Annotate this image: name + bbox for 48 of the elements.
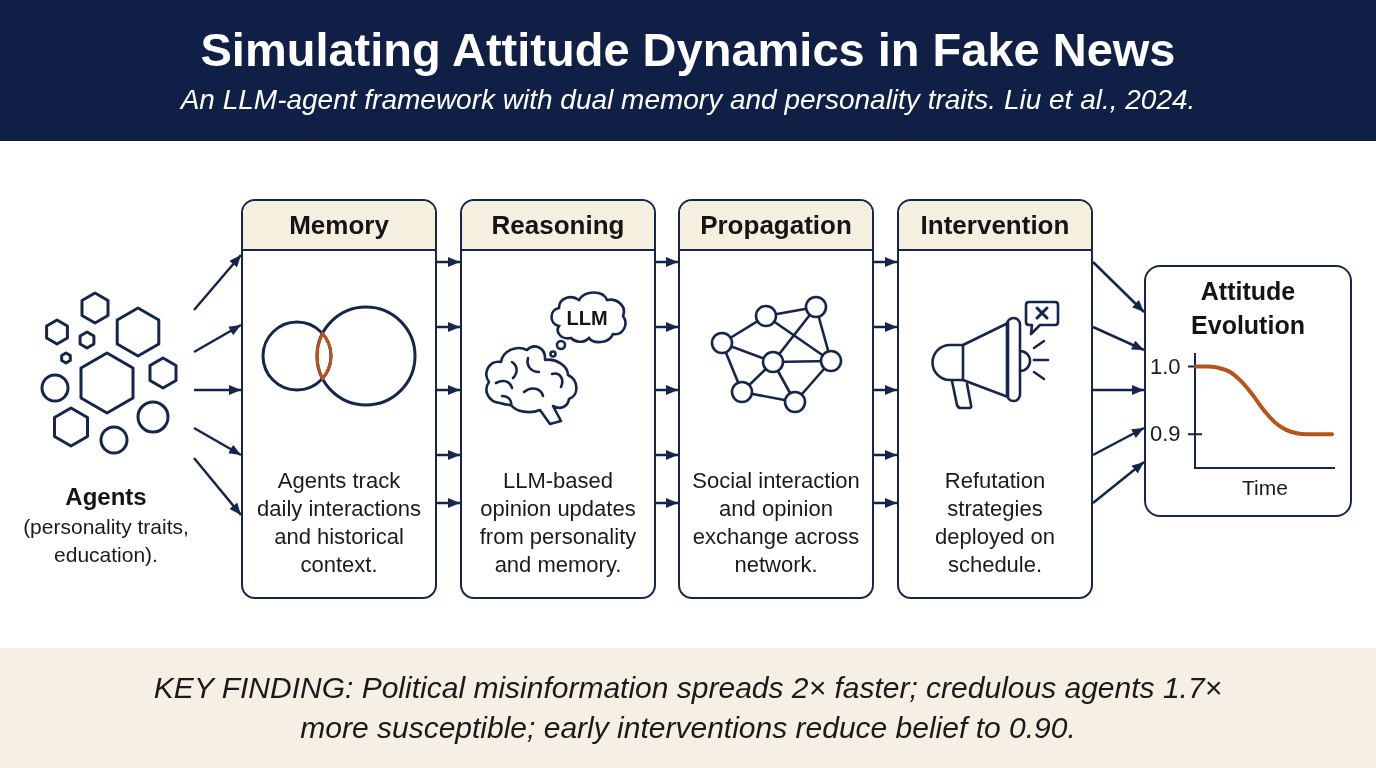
arrow	[1092, 261, 1145, 313]
stage-header: Memory	[243, 201, 435, 251]
stage-description: Social interaction and opinion exchange across network.	[691, 467, 861, 579]
arrow	[193, 323, 242, 354]
arrow	[193, 254, 242, 311]
stage-card	[678, 199, 874, 599]
stage-card	[460, 199, 656, 599]
stage-description: LLM-based opinion updates from personality and memory.	[478, 467, 638, 579]
stage-card	[897, 199, 1093, 599]
arrow	[874, 450, 897, 460]
arrow	[874, 257, 897, 267]
node-heading: Agents	[64, 482, 148, 512]
axis-tick-label: 0.9	[1150, 420, 1181, 449]
axis-label: Time	[1241, 475, 1289, 501]
diagram-title: Simulating Attitude Dynamics in Fake News	[200, 22, 1176, 78]
arrow	[656, 322, 678, 332]
stage-description: Refutation strategies deployed on schedule.	[934, 467, 1056, 579]
subtitle: An LLM-agent framework with dual memory and personality traits. Liu et al., 2024.	[180, 83, 1196, 117]
thought-cloud: LLM	[547, 288, 627, 346]
arrow	[874, 322, 897, 332]
result-card	[1144, 265, 1352, 517]
arrow	[194, 385, 241, 395]
arrow	[1093, 385, 1144, 395]
arrow	[1092, 461, 1145, 504]
node-description: (personality traits, education).	[22, 514, 190, 568]
arrow	[656, 450, 678, 460]
arrow	[874, 498, 897, 508]
arrow	[437, 322, 460, 332]
arrow	[437, 257, 460, 267]
stage-header: Reasoning	[462, 201, 654, 251]
arrow	[656, 385, 678, 395]
stage-header: Propagation	[680, 201, 872, 251]
caption: KEY FINDING: Political misinformation spreads 2× faster; credulous agents 1.7× more susceptible; early interventions reduce belief to 0.90.	[152, 670, 1224, 746]
arrow	[656, 257, 678, 267]
card-title: Attitude Evolution	[1190, 276, 1306, 341]
stage-card	[241, 199, 437, 599]
arrow	[1092, 325, 1145, 352]
stage-description: Agents track daily interactions and historical context.	[256, 467, 422, 579]
arrow	[193, 457, 242, 516]
arrow	[437, 385, 460, 395]
arrow	[437, 450, 460, 460]
stage-header: Intervention	[899, 201, 1091, 251]
arrow	[874, 385, 897, 395]
arrow	[1092, 426, 1145, 457]
axis-tick-label: 1.0	[1150, 352, 1181, 381]
arrow	[656, 498, 678, 508]
arrow	[437, 498, 460, 508]
arrow	[193, 426, 242, 457]
